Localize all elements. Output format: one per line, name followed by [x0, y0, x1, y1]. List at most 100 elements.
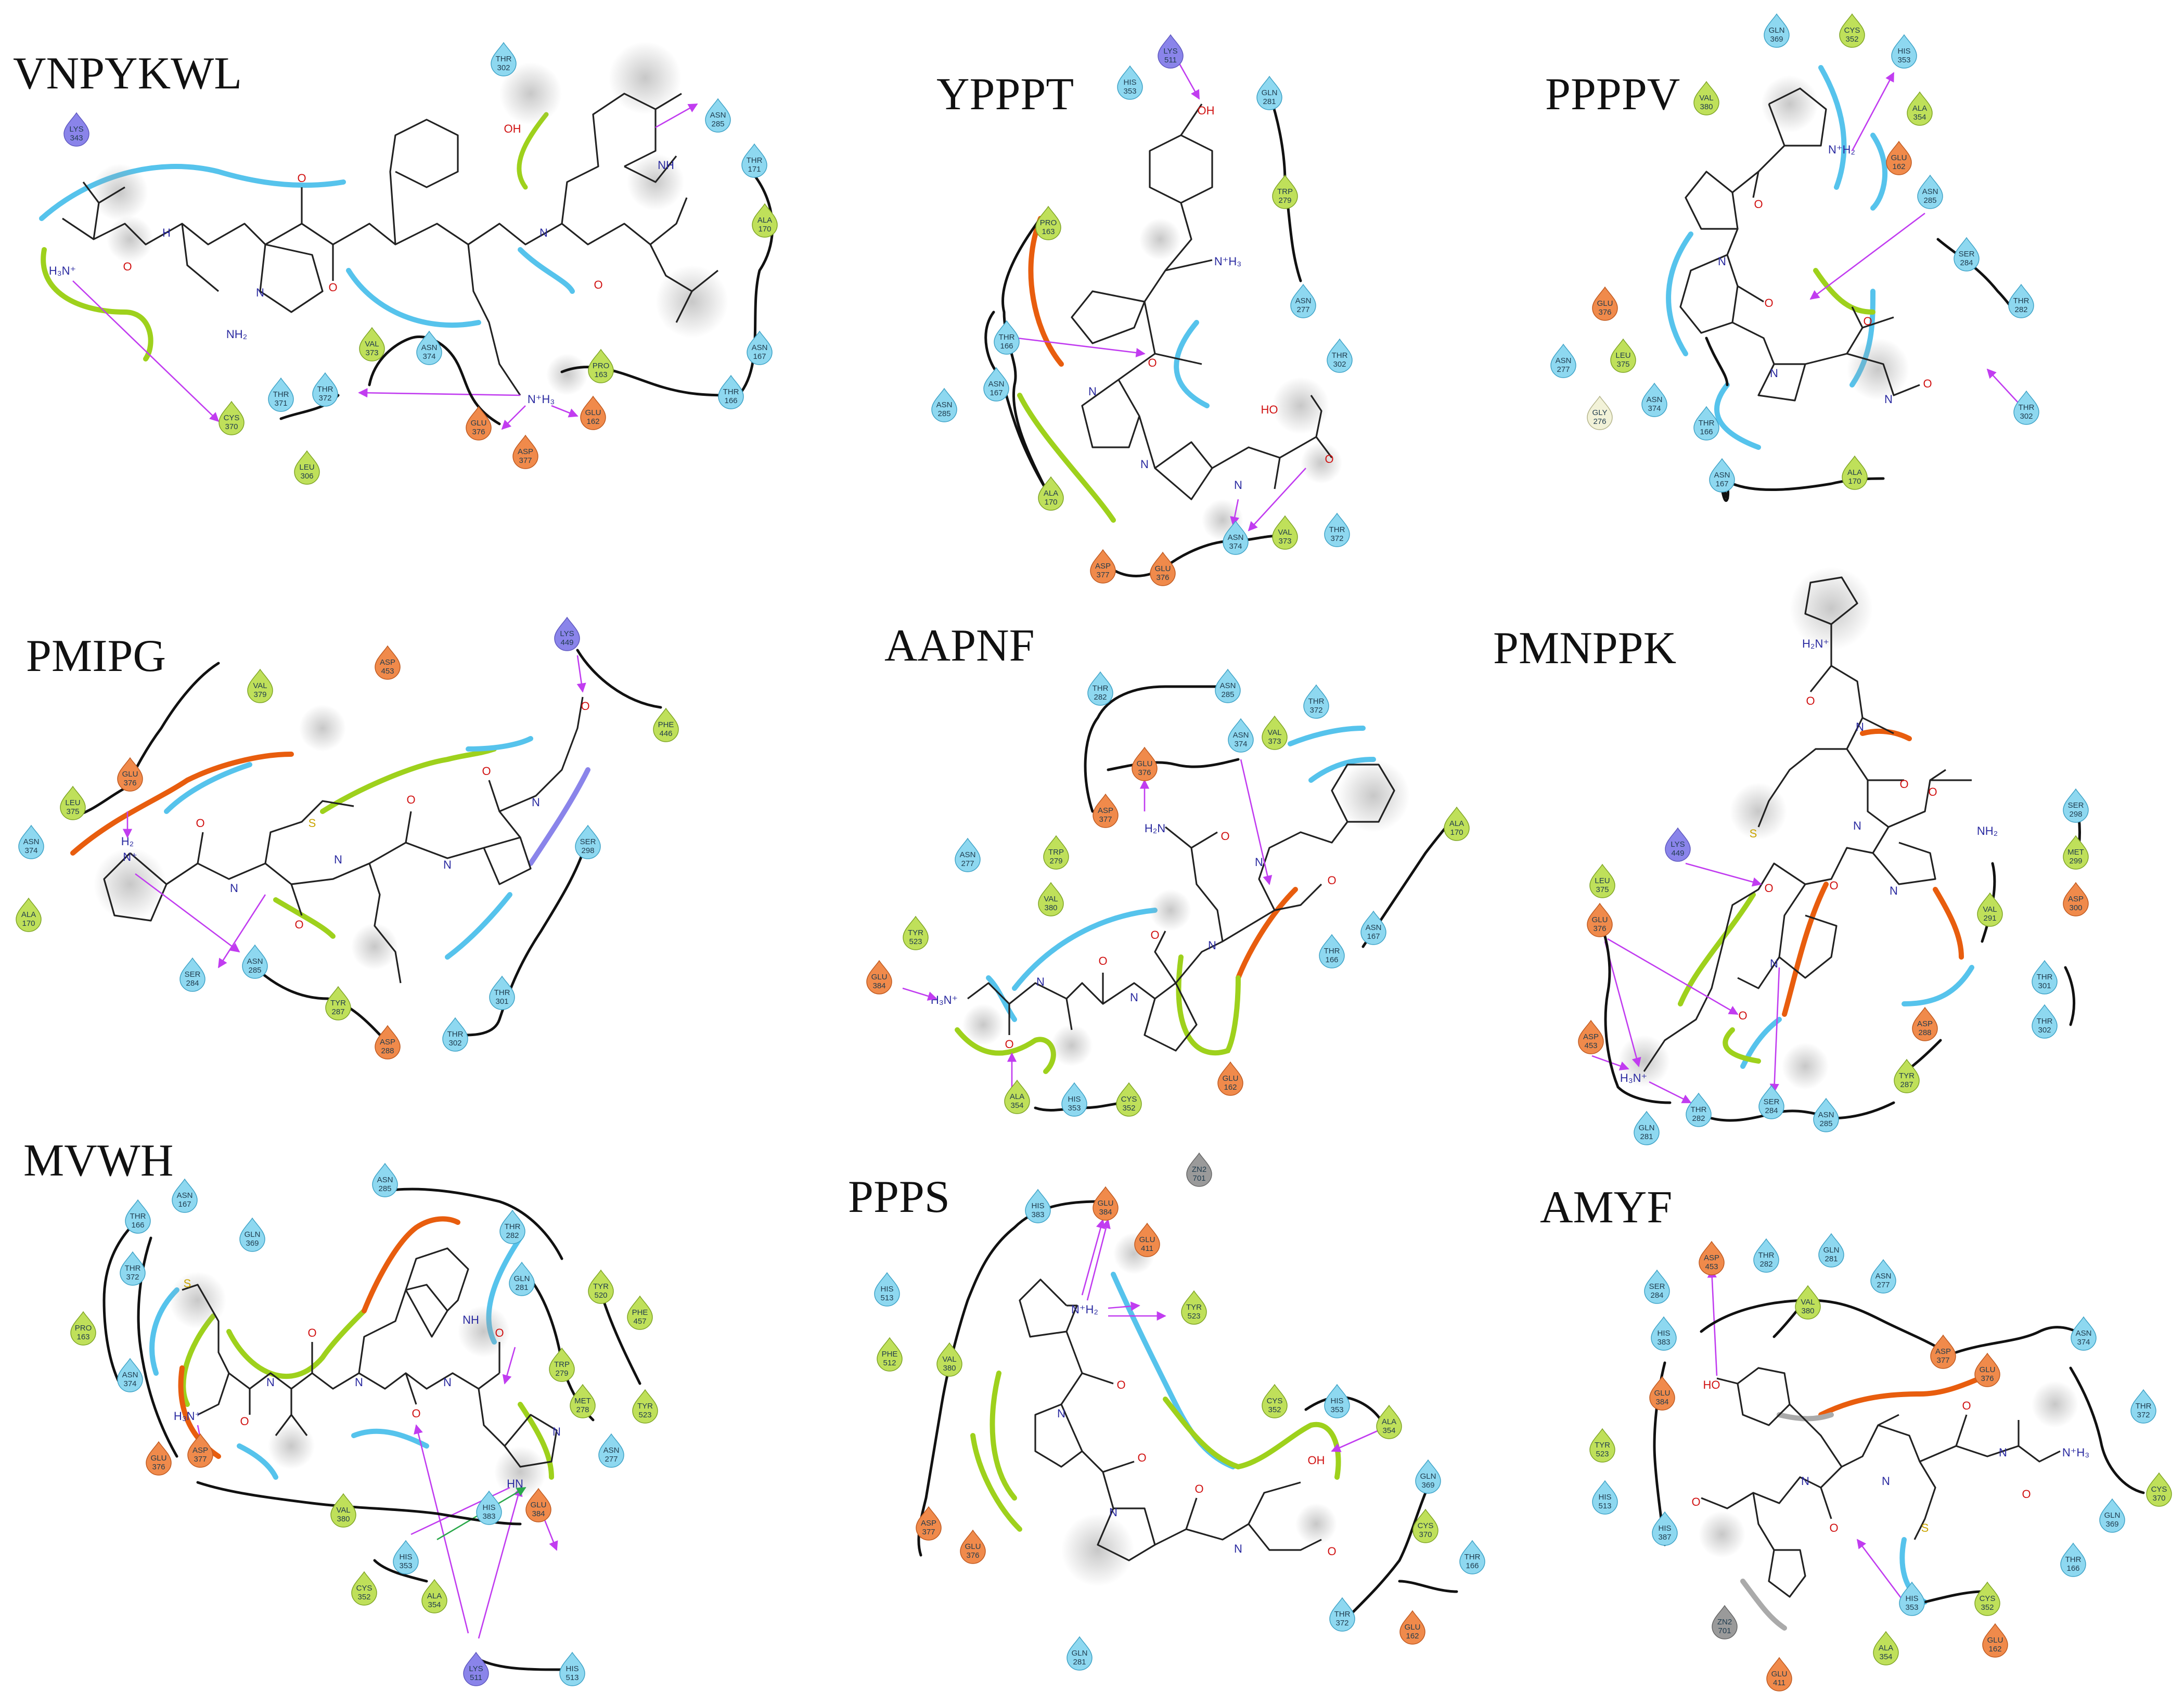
residue-name: TYR [1186, 1303, 1202, 1312]
residue-marker [330, 1493, 356, 1528]
residue-marker [509, 1261, 535, 1296]
residue-marker [1117, 65, 1143, 100]
residue-number: 285 [1923, 196, 1936, 205]
residue-marker [1004, 1079, 1030, 1114]
atom-label: O [1150, 928, 1159, 941]
residue-number: 281 [1263, 97, 1276, 106]
residue-marker [247, 668, 273, 703]
atom-label: N⁺H₃ [2062, 1446, 2089, 1459]
residue-marker [1035, 205, 1061, 240]
residue-name: LEU [65, 798, 80, 807]
residue-number: 373 [365, 348, 378, 357]
residue-marker [1766, 1657, 1792, 1691]
residue-marker [2013, 390, 2039, 425]
residue-number: 162 [1406, 1632, 1419, 1641]
residue-number: 353 [1905, 1603, 1918, 1612]
residue-number: 167 [178, 1200, 191, 1209]
residue-marker [588, 1269, 614, 1304]
residue-marker [1712, 1605, 1738, 1639]
residue-number: 162 [586, 417, 599, 426]
residue-marker [60, 785, 86, 820]
residue-number: 513 [1598, 1502, 1611, 1510]
residue-marker [1150, 551, 1176, 586]
residue-name: ZN2 [1192, 1165, 1206, 1174]
residue-number: 383 [1657, 1338, 1670, 1347]
residue-number: 284 [186, 979, 199, 988]
residue-name: HIS [1068, 1095, 1081, 1104]
residue-marker [627, 1295, 653, 1330]
residue-name: ALA [1044, 489, 1058, 498]
residue-name: TYR [593, 1282, 609, 1291]
residue-marker [903, 915, 929, 950]
atom-label: N⁺H₃ [528, 393, 555, 406]
atom-label: O [1829, 1521, 1838, 1534]
residue-number: 163 [1042, 227, 1055, 236]
residue-number: 166 [1700, 428, 1713, 436]
residue-name: GLU [471, 419, 487, 428]
atom-label: N [1234, 1542, 1242, 1555]
residue-name: ASN [1647, 395, 1663, 404]
residue-name: PHE [882, 1350, 898, 1359]
residue-number: 453 [1705, 1262, 1718, 1271]
residue-marker [1649, 1376, 1675, 1411]
residue-name: HIS [1031, 1202, 1044, 1210]
residue-number: 374 [24, 846, 37, 855]
residue-number: 377 [1099, 815, 1112, 824]
residue-name: THR [1324, 947, 1340, 955]
residue-name: THR [1699, 419, 1715, 428]
residue-name: THR [2037, 973, 2053, 981]
residue-name: ASN [23, 837, 40, 846]
residue-name: ASP [380, 1038, 395, 1047]
residue-marker [179, 957, 205, 992]
atom-label: O [406, 793, 415, 806]
atom-label: O [2022, 1488, 2031, 1501]
atom-label: N [1882, 1475, 1890, 1488]
residue-marker [1087, 671, 1113, 706]
residue-marker [1873, 1631, 1899, 1665]
residue-number: 372 [1309, 706, 1322, 715]
residue-number: 288 [381, 1047, 394, 1055]
atom-label: S [184, 1277, 191, 1290]
residue-marker [1686, 1092, 1712, 1127]
atom-label: O [1325, 453, 1333, 466]
residue-marker [653, 707, 679, 742]
residue-marker [1038, 882, 1064, 916]
residue-name: TRP [554, 1360, 570, 1369]
residue-number: 279 [555, 1369, 568, 1378]
residue-number: 353 [1330, 1405, 1343, 1414]
panel-pmnppk: PMNPPK H₂N⁺ O N O N O NH₂ O N O N O H₃N⁺… [1493, 567, 2089, 1145]
residue-marker [1818, 1233, 1844, 1268]
residue-name: ASN [1228, 533, 1244, 542]
residue-marker [1974, 1581, 2000, 1616]
residue-name: THR [1329, 525, 1345, 534]
residue-number: 449 [1671, 849, 1684, 858]
panel-title: VNPYKWL [13, 48, 242, 99]
residue-marker [2063, 882, 2089, 916]
atom-label: H₂N⁺ [1802, 637, 1829, 650]
